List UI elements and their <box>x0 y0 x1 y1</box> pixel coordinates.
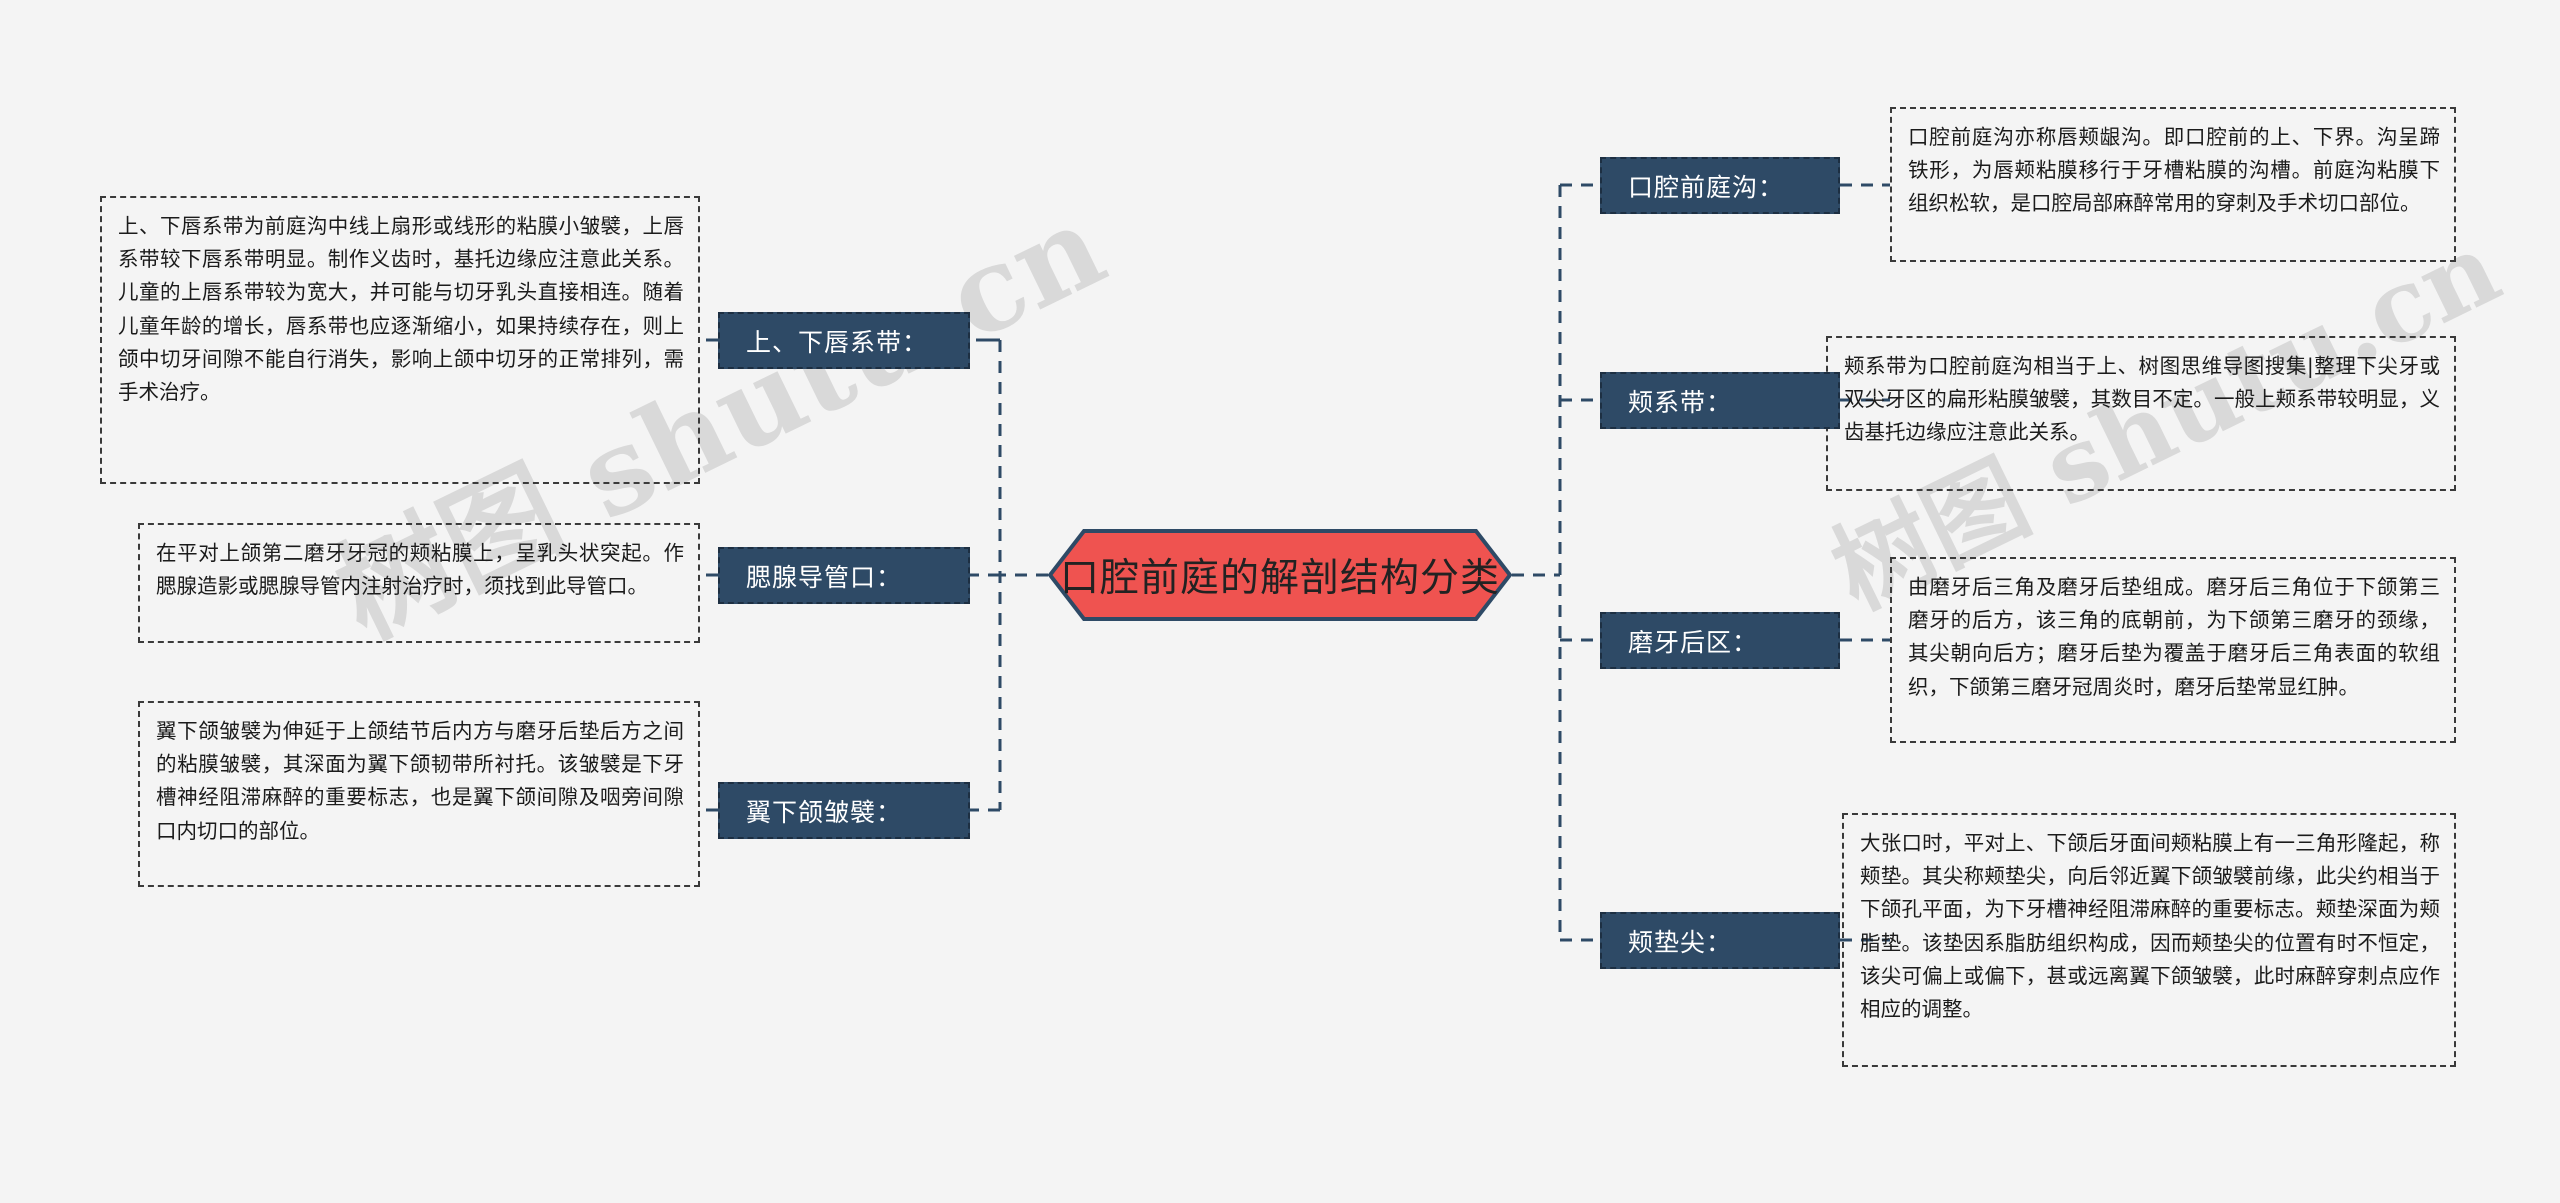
detail-box-retromolar-region: 由磨牙后三角及磨牙后垫组成。磨牙后三角位于下颌第三磨牙的后方，该三角的底朝前，为… <box>1890 557 2456 743</box>
branch-label-text: 磨牙后区： <box>1628 627 1759 657</box>
detail-text: 在平对上颌第二磨牙牙冠的颊粘膜上，呈乳头状突起。作腮腺造影或腮腺导管内注射治疗时… <box>156 541 684 599</box>
detail-box-parotid-duct-orifice: 在平对上颌第二磨牙牙冠的颊粘膜上，呈乳头状突起。作腮腺造影或腮腺导管内注射治疗时… <box>138 523 700 643</box>
detail-box-oral-vestibule-sulcus: 口腔前庭沟亦称唇颊龈沟。即口腔前的上、下界。沟呈蹄铁形，为唇颊粘膜移行于牙槽粘膜… <box>1890 107 2456 262</box>
branch-label-text: 颊垫尖： <box>1628 927 1733 957</box>
detail-text: 由磨牙后三角及磨牙后垫组成。磨牙后三角位于下颌第三磨牙的后方，该三角的底朝前，为… <box>1908 575 2440 699</box>
branch-label-pterygomandibular-fold[interactable]: 翼下颌皱襞： <box>718 782 970 839</box>
branch-label-retromolar-region[interactable]: 磨牙后区： <box>1600 612 1840 669</box>
hexagon-shape <box>1048 529 1512 621</box>
branch-label-parotid-duct-orifice[interactable]: 腮腺导管口： <box>718 547 970 604</box>
branch-label-oral-vestibule-sulcus[interactable]: 口腔前庭沟： <box>1600 157 1840 214</box>
detail-box-upper-lower-frenulum: 上、下唇系带为前庭沟中线上扇形或线形的粘膜小皱襞，上唇系带较下唇系带明显。制作义… <box>100 196 700 484</box>
detail-box-buccal-pad-apex: 大张口时，平对上、下颌后牙面间颊粘膜上有一三角形隆起，称颊垫。其尖称颊垫尖，向后… <box>1842 813 2456 1067</box>
branch-label-text: 上、下唇系带： <box>746 327 929 357</box>
detail-text: 口腔前庭沟亦称唇颊龈沟。即口腔前的上、下界。沟呈蹄铁形，为唇颊粘膜移行于牙槽粘膜… <box>1908 125 2440 216</box>
branch-label-text: 腮腺导管口： <box>746 562 903 592</box>
branch-label-text: 翼下颌皱襞： <box>746 797 903 827</box>
branch-label-text: 颊系带： <box>1628 387 1733 417</box>
central-node-label: 口腔前庭的解剖结构分类 <box>1059 556 1500 601</box>
branch-label-buccal-frenulum[interactable]: 颊系带： <box>1600 372 1840 429</box>
detail-text: 上、下唇系带为前庭沟中线上扇形或线形的粘膜小皱襞，上唇系带较下唇系带明显。制作义… <box>118 214 684 405</box>
detail-text: 翼下颌皱襞为伸延于上颌结节后内方与磨牙后垫后方之间的粘膜皱襞，其深面为翼下颌韧带… <box>156 719 684 843</box>
branch-label-text: 口腔前庭沟： <box>1628 172 1785 202</box>
detail-text: 大张口时，平对上、下颌后牙面间颊粘膜上有一三角形隆起，称颊垫。其尖称颊垫尖，向后… <box>1860 831 2440 1022</box>
detail-text: 颊系带为口腔前庭沟相当于上、树图思维导图搜集|整理下尖牙或双尖牙区的扁形粘膜皱襞… <box>1844 354 2440 445</box>
central-node[interactable]: 口腔前庭的解剖结构分类 <box>1048 529 1512 621</box>
detail-box-pterygomandibular-fold: 翼下颌皱襞为伸延于上颌结节后内方与磨牙后垫后方之间的粘膜皱襞，其深面为翼下颌韧带… <box>138 701 700 887</box>
detail-box-buccal-frenulum: 颊系带为口腔前庭沟相当于上、树图思维导图搜集|整理下尖牙或双尖牙区的扁形粘膜皱襞… <box>1826 336 2456 491</box>
branch-label-upper-lower-frenulum[interactable]: 上、下唇系带： <box>718 312 970 369</box>
branch-label-buccal-pad-apex[interactable]: 颊垫尖： <box>1600 912 1840 969</box>
